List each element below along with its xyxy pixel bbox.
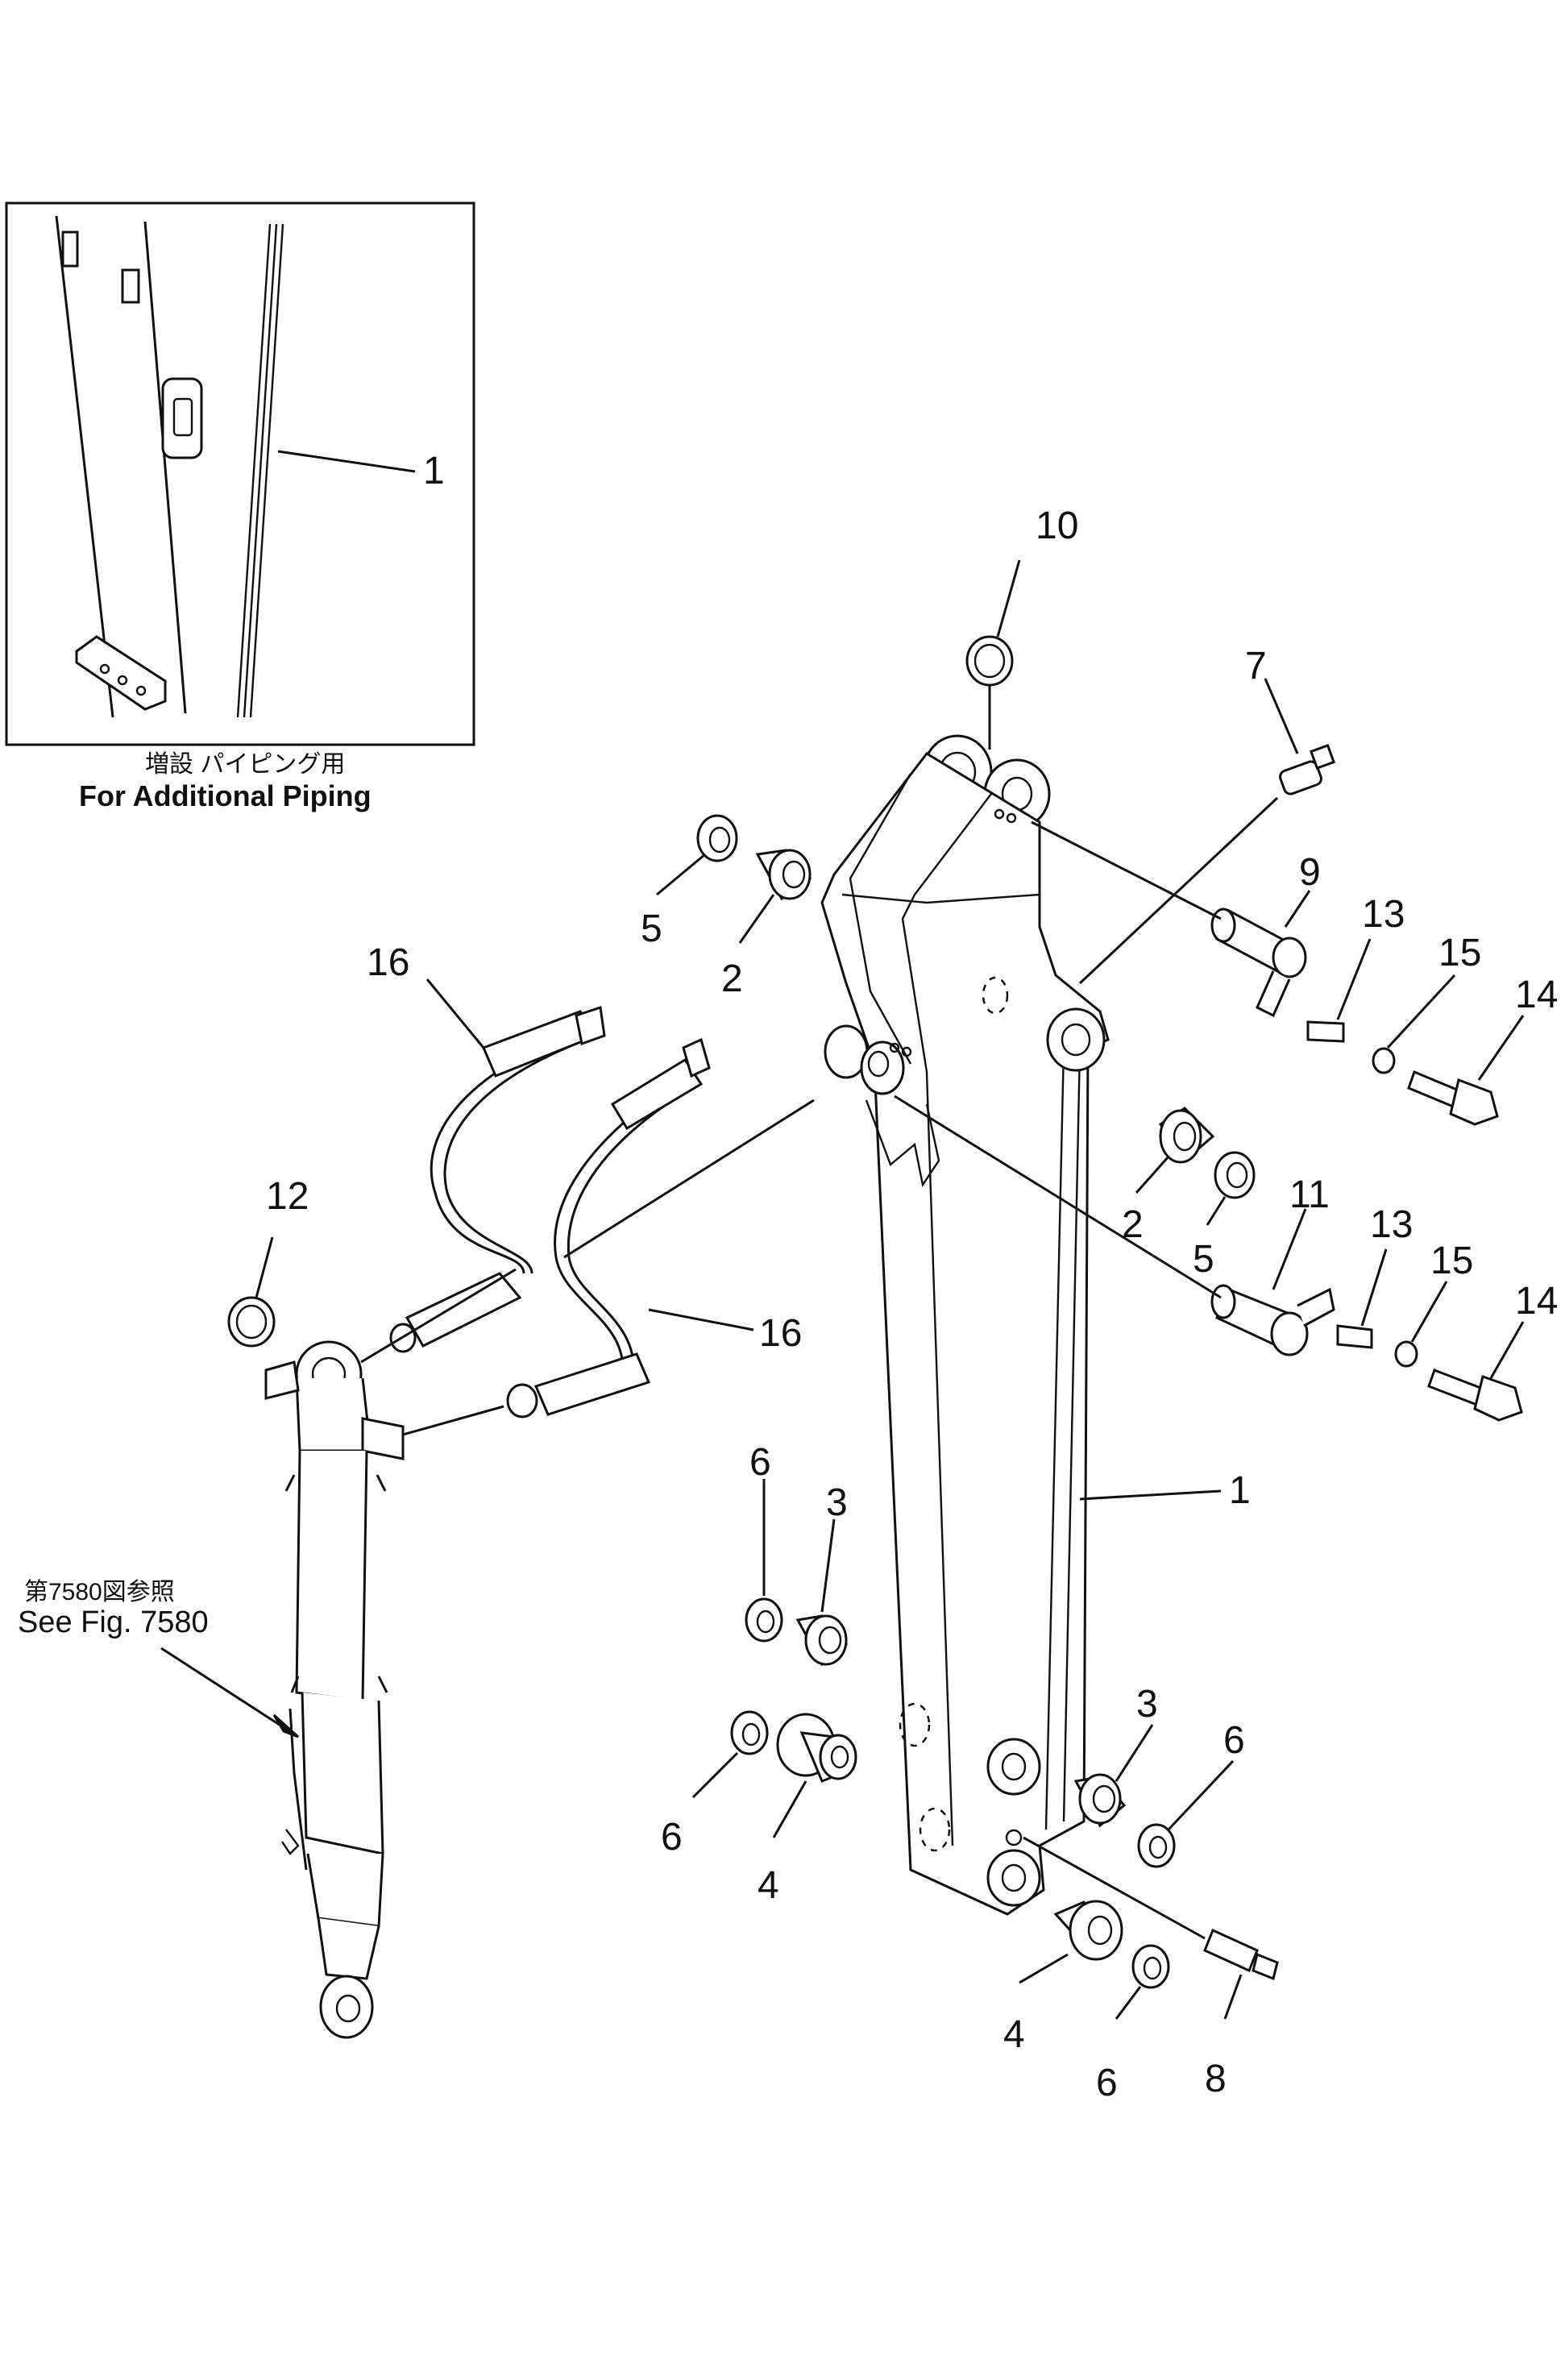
- callout-10: 10: [1036, 505, 1078, 547]
- part-9-pin: [1210, 908, 1307, 1018]
- arm-bottom-boss-lower: [986, 1849, 1041, 1907]
- part-13-plate: [1306, 1020, 1345, 1043]
- callout-2-right: 2: [1122, 1203, 1144, 1246]
- part-14-bolt: [1407, 1070, 1499, 1126]
- arm-bottom-boss-upper: [986, 1738, 1041, 1796]
- part-15-washer-lower: [1394, 1340, 1418, 1368]
- callout-2: 2: [721, 957, 743, 1000]
- inset-mount-plate: [75, 635, 167, 711]
- inset-additional-piping: 1: [5, 201, 475, 746]
- callout-5: 5: [641, 908, 662, 950]
- callout-8: 8: [1205, 2058, 1227, 2100]
- part-2-bushing: [755, 849, 812, 901]
- part-3-bushing-right: [1073, 1773, 1127, 1828]
- part-3-bushing: [795, 1614, 849, 1667]
- callout-3: 3: [826, 1481, 848, 1524]
- part-16-hose-upper: [389, 1006, 606, 1353]
- part-13-plate-lower: [1336, 1324, 1373, 1349]
- part-6-seal-right: [1137, 1823, 1176, 1868]
- inset-frame: [5, 201, 475, 746]
- inset-caption-jp: 増設 パイピング用: [145, 751, 345, 778]
- reference-caption-jp: 第7580図参照: [24, 1579, 175, 1605]
- arm-assembly: [820, 734, 1110, 1916]
- callout-3-right: 3: [1136, 1683, 1158, 1726]
- callout-1: 1: [1229, 1469, 1251, 1512]
- part-2-bushing-right: [1158, 1107, 1215, 1164]
- part-11-pin: [1210, 1284, 1335, 1356]
- callout-16-upper: 16: [367, 941, 409, 984]
- callout-7: 7: [1245, 645, 1267, 687]
- part-5-seal-right: [1214, 1151, 1256, 1199]
- part-5-seal: [696, 814, 738, 862]
- part-7-grease-fitting: [1279, 743, 1336, 795]
- part-12-washer: [227, 1296, 276, 1348]
- leader-lines: [160, 559, 1525, 2020]
- callout-15-lower: 15: [1430, 1240, 1473, 1282]
- arm-cylinder: [264, 1340, 405, 2039]
- callout-11: 11: [1289, 1173, 1330, 1216]
- inset-label-1: 1: [423, 450, 445, 492]
- cylinder-rod-eye: [319, 1975, 374, 2039]
- callout-13: 13: [1362, 893, 1405, 936]
- inset-caption-en: For Additional Piping: [79, 779, 372, 812]
- callout-6-bottom: 6: [1096, 2062, 1118, 2104]
- callout-6-left: 6: [661, 1816, 683, 1859]
- callout-14-lower: 14: [1515, 1280, 1558, 1323]
- part-4-flanged-bushing: [776, 1713, 857, 1783]
- callout-16-lower: 16: [759, 1312, 802, 1355]
- callout-4-right: 4: [1003, 2013, 1025, 2056]
- inset-pipe: [236, 223, 284, 718]
- callout-12: 12: [266, 1175, 309, 1218]
- inset-clip-mid: [121, 268, 140, 304]
- callout-15: 15: [1438, 932, 1481, 974]
- part-14-bolt-lower: [1427, 1369, 1523, 1422]
- callouts: 10 7 5 2 9 13 15 14 16 2 5 12 11 13 15 1…: [266, 505, 1558, 2104]
- part-16-hose-lower: [506, 1037, 711, 1418]
- part-8-grease-fitting: [1203, 1928, 1279, 1981]
- callout-4-left: 4: [758, 1864, 779, 1907]
- callout-14: 14: [1515, 974, 1558, 1016]
- part-6-seal: [745, 1597, 783, 1643]
- callout-5-right: 5: [1193, 1238, 1214, 1281]
- inset-clip-top: [61, 231, 79, 268]
- reference-caption-en: See Fig. 7580: [18, 1605, 209, 1639]
- part-6-seal-mid: [730, 1710, 769, 1755]
- callout-6-right: 6: [1223, 1719, 1245, 1762]
- part-6-seal-bottom: [1131, 1944, 1170, 1989]
- callout-13-lower: 13: [1370, 1203, 1413, 1246]
- inset-bracket: [161, 377, 203, 459]
- callout-9: 9: [1299, 851, 1321, 894]
- callout-6: 6: [749, 1441, 771, 1484]
- arm-mid-boss: [1046, 1007, 1106, 1072]
- part-4-flanged-bushing-right: [1053, 1900, 1123, 1961]
- part-15-washer: [1372, 1047, 1396, 1074]
